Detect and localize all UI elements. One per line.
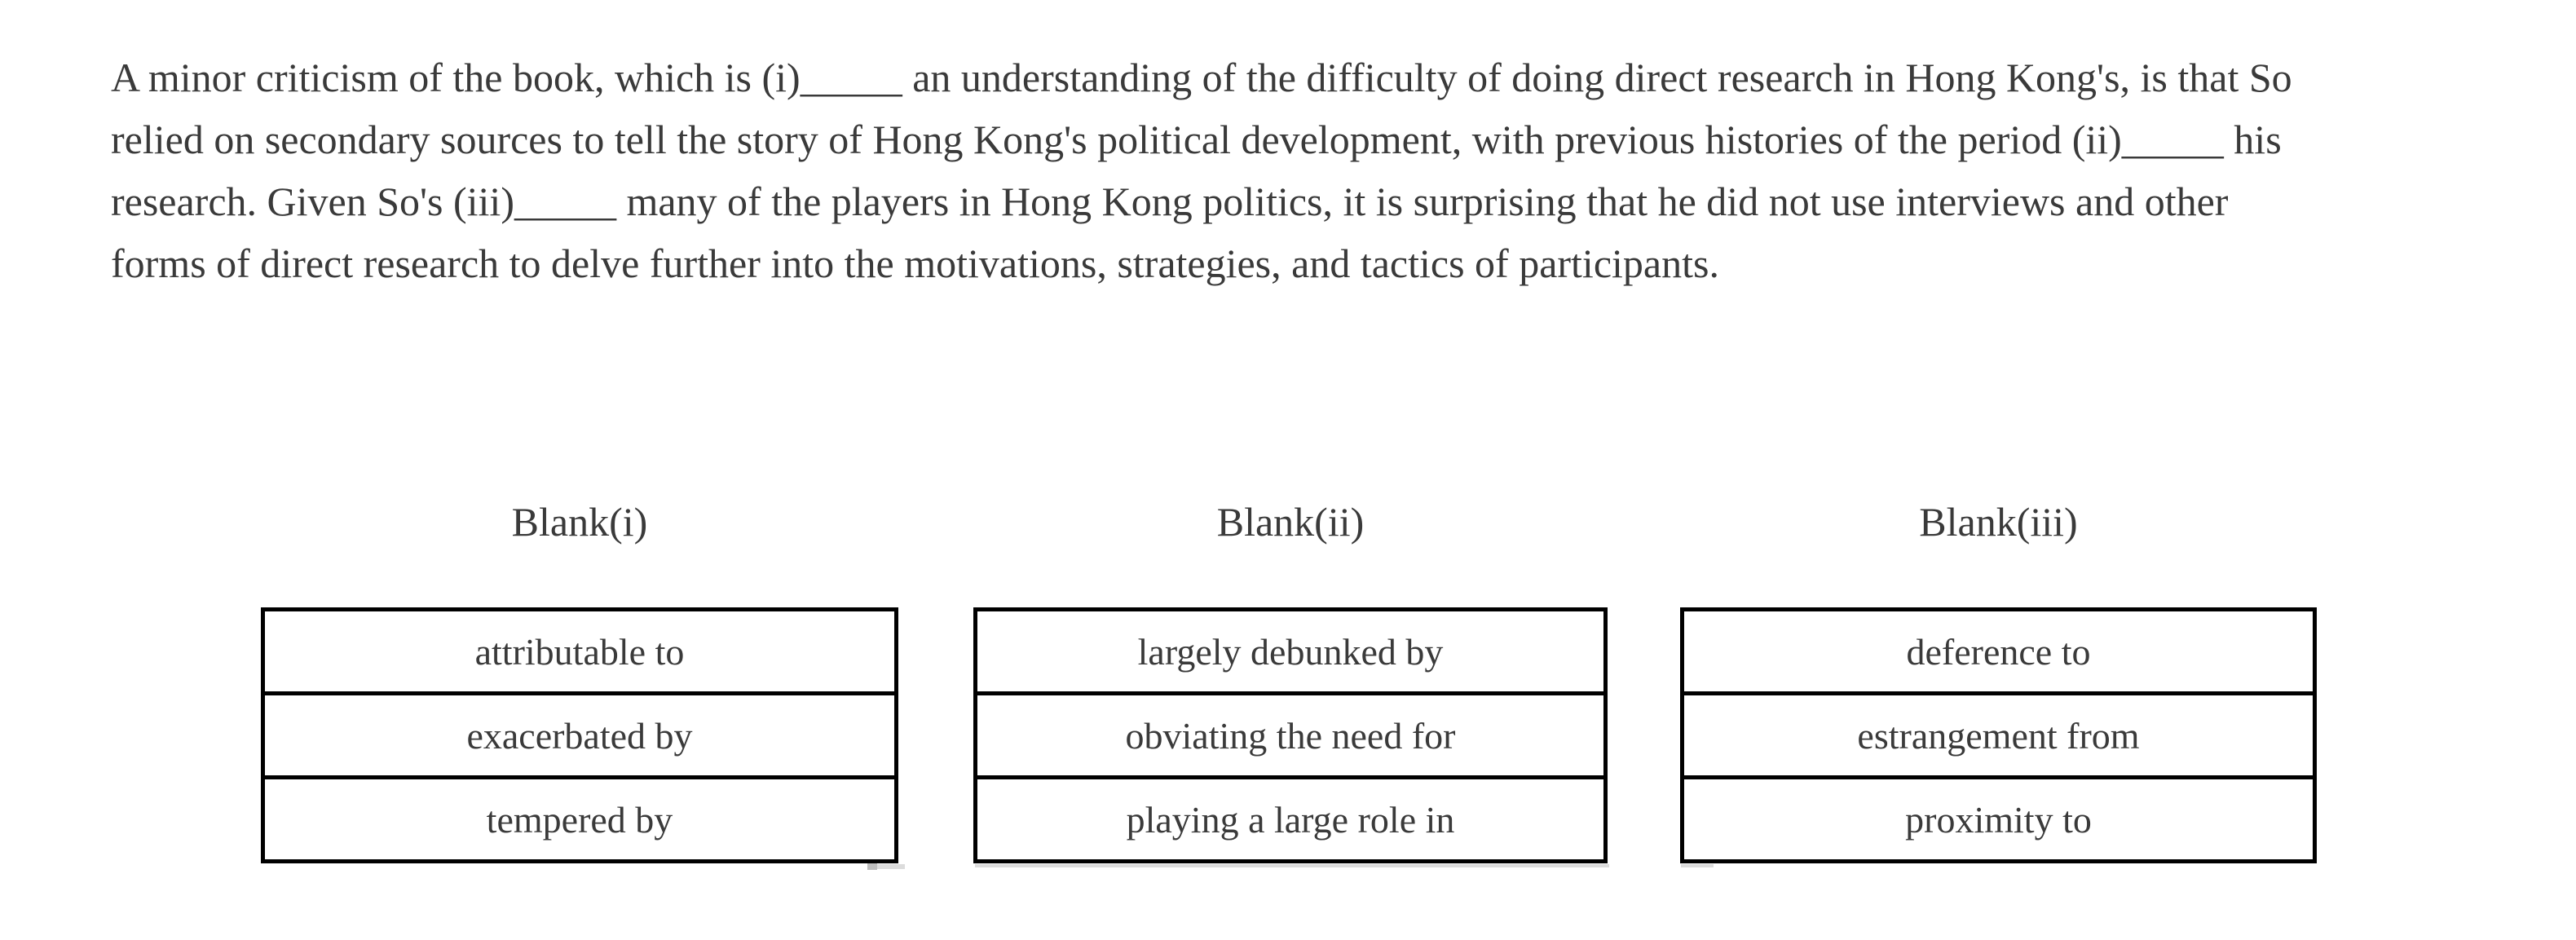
- blank-iii-option-table: deference to estrangement from proximity…: [1680, 607, 2317, 863]
- blank-ii-header: Blank(ii): [1216, 499, 1365, 545]
- blank-iii-option-2[interactable]: estrangement from: [1684, 695, 2313, 779]
- blank-i-header: Blank(i): [511, 499, 648, 545]
- blank-i-column: Blank(i) attributable to exacerbated by …: [261, 493, 898, 863]
- blank-ii-option-1[interactable]: largely debunked by: [977, 611, 1603, 695]
- blank-ii-option-2[interactable]: obviating the need for: [977, 695, 1603, 779]
- blank-iii-column: Blank(iii) deference to estrangement fro…: [1680, 493, 2317, 863]
- scrollbar-thumb: [867, 863, 877, 870]
- scrollbar-artifact: [1681, 864, 1714, 867]
- blank-i-option-3[interactable]: tempered by: [265, 779, 894, 859]
- blank-ii-option-table: largely debunked by obviating the need f…: [973, 607, 1608, 863]
- passage-line-2: relied on secondary sources to tell the …: [111, 117, 2282, 162]
- blank-iii-option-3[interactable]: proximity to: [1684, 779, 2313, 859]
- blank-ii-option-3[interactable]: playing a large role in: [977, 779, 1603, 859]
- blank-iii-header: Blank(iii): [1919, 499, 2078, 545]
- scrollbar-artifact: [975, 864, 1609, 867]
- blank-ii-column: Blank(ii) largely debunked by obviating …: [973, 493, 1608, 863]
- blank-i-option-table: attributable to exacerbated by tempered …: [261, 607, 898, 863]
- passage-line-4: forms of direct research to delve furthe…: [111, 241, 1719, 286]
- passage-line-1: A minor criticism of the book, which is …: [111, 55, 2292, 100]
- scrollbar-artifact: [867, 863, 905, 870]
- blank-i-option-2[interactable]: exacerbated by: [265, 695, 894, 779]
- passage-line-3: research. Given So's (iii)_____ many of …: [111, 179, 2229, 224]
- question-passage: A minor criticism of the book, which is …: [111, 46, 2292, 294]
- blank-iii-option-1[interactable]: deference to: [1684, 611, 2313, 695]
- blank-i-option-1[interactable]: attributable to: [265, 611, 894, 695]
